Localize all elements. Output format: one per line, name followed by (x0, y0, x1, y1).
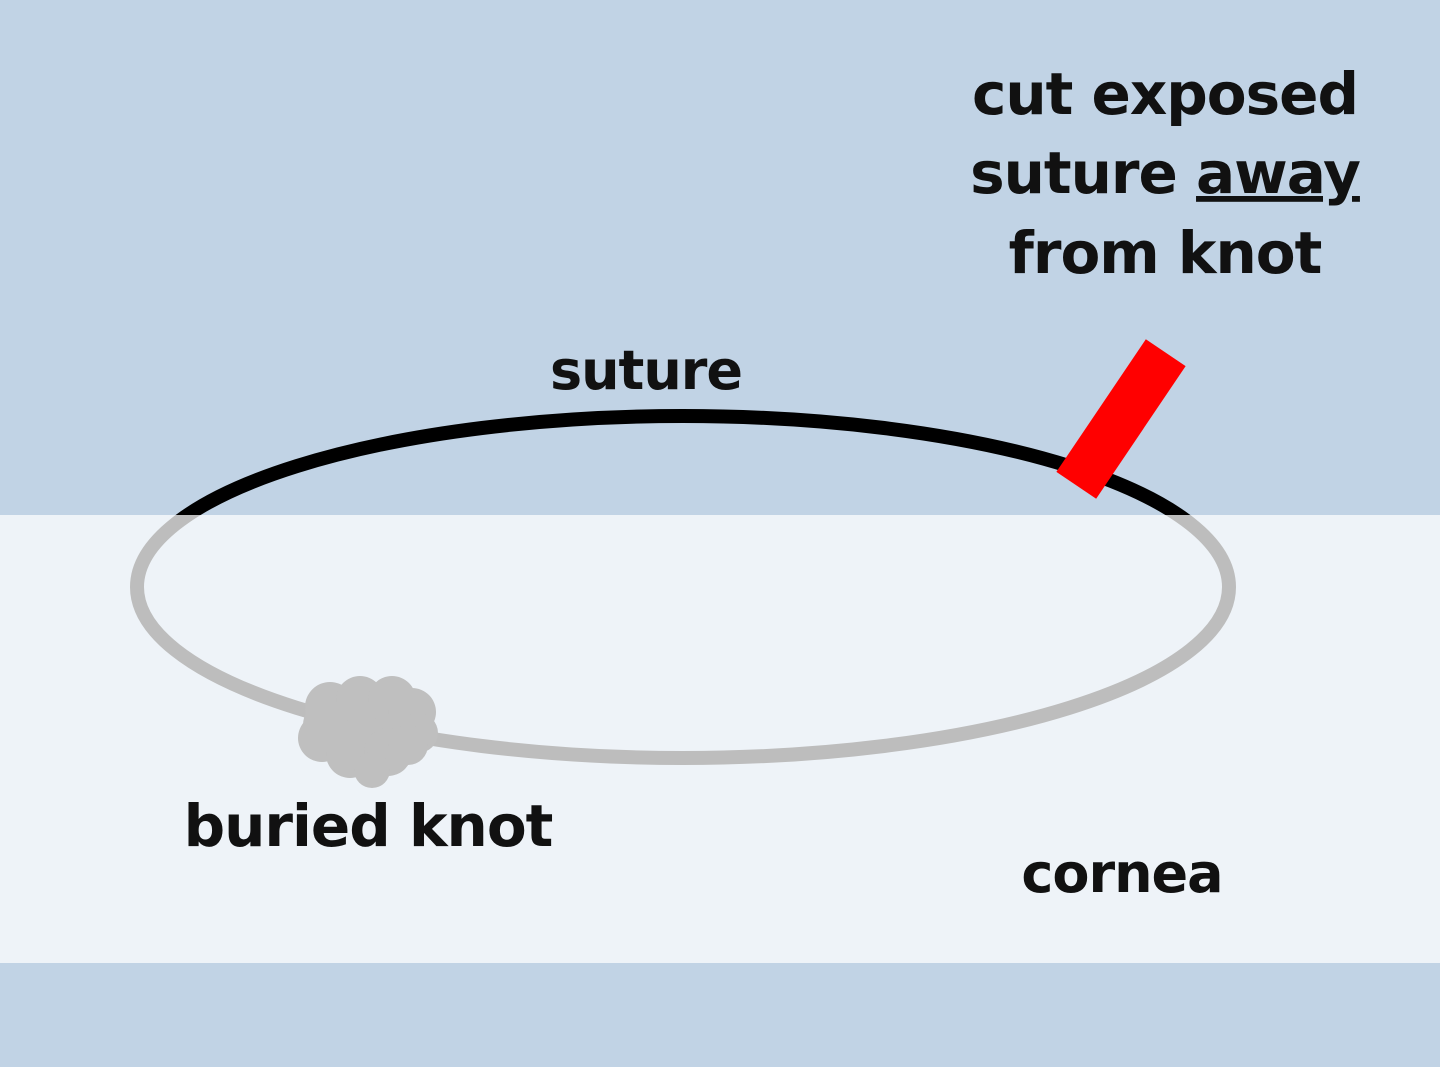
cornea-band (0, 515, 1440, 963)
exposed-suture-loop (175, 409, 1191, 515)
cut-instruction: cut exposed suture away from knot (970, 60, 1361, 287)
instruction-emphasis-away: away (1196, 139, 1360, 207)
suture-label: suture (550, 339, 742, 402)
buried-knot-label: buried knot (184, 792, 553, 860)
instruction-line-3: from knot (1009, 219, 1322, 287)
buried-knot-icon (298, 676, 438, 788)
instruction-line-1: cut exposed (972, 60, 1358, 128)
cut-marker (1056, 339, 1186, 499)
cornea-label: cornea (1021, 842, 1222, 905)
instruction-line-2-pre: suture (970, 139, 1196, 207)
instruction-line-2: suture away (970, 139, 1360, 207)
buried-suture-loop (130, 515, 1236, 765)
